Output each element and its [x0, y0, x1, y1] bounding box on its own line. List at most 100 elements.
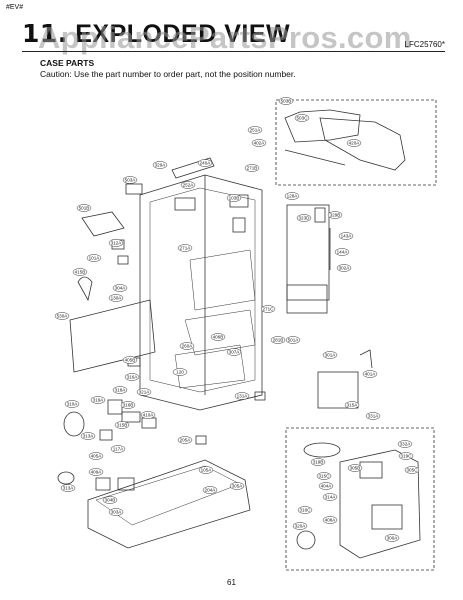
- part-label: 103B: [226, 194, 242, 202]
- hinge-bracket-part: [232, 217, 246, 233]
- part-label: 319C: [398, 452, 414, 460]
- svg-text:501B: 501B: [79, 206, 90, 211]
- part-label: 329A: [152, 161, 168, 169]
- svg-text:144A: 144A: [337, 250, 349, 255]
- part-label: 316C: [297, 506, 313, 514]
- cover-plate-part: [319, 117, 406, 171]
- part-label: 305C: [404, 466, 420, 474]
- svg-text:402A: 402A: [254, 141, 266, 146]
- header-rule: [22, 51, 445, 52]
- compressor-part: [63, 411, 85, 437]
- part-label: 304B: [102, 496, 118, 504]
- part-label: 251A: [247, 126, 263, 134]
- part-label: 404A: [318, 482, 334, 490]
- svg-text:304B: 304B: [105, 498, 116, 503]
- condenser-fan-part: [95, 477, 111, 491]
- dispenser-panel-part: [371, 504, 403, 530]
- svg-text:312A: 312A: [111, 241, 123, 246]
- part-label: 320A: [292, 522, 308, 530]
- part-label: 408A: [322, 516, 338, 524]
- part-label: 316B: [120, 401, 136, 409]
- svg-text:410A: 410A: [143, 413, 155, 418]
- part-label: 405B: [122, 356, 138, 364]
- bracket-part: [117, 255, 129, 265]
- part-label: 271C: [260, 305, 276, 313]
- part-label: 315C: [316, 472, 332, 480]
- svg-text:313A: 313A: [83, 434, 95, 439]
- svg-text:401A: 401A: [365, 372, 377, 377]
- svg-text:420A: 420A: [349, 141, 361, 146]
- part-label: 501B: [76, 204, 92, 212]
- svg-text:300A: 300A: [387, 536, 399, 541]
- part-label: 300A: [384, 534, 400, 542]
- svg-text:304A: 304A: [115, 286, 127, 291]
- watermark: AppliancePartsPros.com: [38, 20, 412, 55]
- part-label: 305A: [229, 482, 245, 490]
- svg-text:415B: 415B: [75, 270, 86, 275]
- part-label: 415B: [72, 268, 88, 276]
- relay-part: [107, 399, 123, 415]
- svg-text:318A: 318A: [115, 388, 127, 393]
- part-label: 530A: [54, 312, 70, 320]
- svg-text:321A: 321A: [139, 390, 151, 395]
- part-label: 303A: [108, 508, 124, 516]
- part-label: 332A: [397, 440, 413, 448]
- svg-text:302A: 302A: [339, 266, 351, 271]
- part-label: 310A: [64, 400, 80, 408]
- part-label: 204A: [202, 486, 218, 494]
- evaporator-part: [317, 371, 359, 409]
- part-label: 117A: [110, 445, 126, 453]
- part-label: 318A: [112, 386, 128, 394]
- tube-part: [359, 349, 373, 369]
- part-label: 313A: [60, 484, 76, 492]
- tray-part: [81, 211, 125, 237]
- part-label: 402A: [251, 139, 267, 147]
- svg-text:501A: 501A: [288, 338, 300, 343]
- leveling-leg-part-right: [254, 391, 266, 401]
- svg-text:530A: 530A: [57, 314, 69, 319]
- caution-note: Caution: Use the part number to order pa…: [40, 69, 296, 79]
- svg-text:307A: 307A: [229, 350, 241, 355]
- svg-text:503C: 503C: [297, 116, 309, 121]
- part-label: 304A: [112, 284, 128, 292]
- base-pan-part: [87, 459, 251, 549]
- svg-text:252A: 252A: [183, 183, 195, 188]
- svg-text:128A: 128A: [287, 194, 299, 199]
- svg-text:316A: 316A: [127, 375, 139, 380]
- dispenser-housing-part: [339, 449, 421, 559]
- svg-text:503A: 503A: [125, 178, 137, 183]
- evaporator-cover-part: [286, 204, 330, 301]
- part-label: 405A: [88, 452, 104, 460]
- cabinet-outline: [139, 174, 263, 411]
- svg-text:240A: 240A: [200, 161, 212, 166]
- svg-text:408A: 408A: [325, 518, 337, 523]
- upper-cover-part: [284, 109, 361, 143]
- svg-text:319C: 319C: [401, 454, 413, 459]
- svg-text:316C: 316C: [300, 508, 312, 513]
- svg-text:260A: 260A: [182, 344, 194, 349]
- part-label: 503A: [122, 176, 138, 184]
- svg-text:310A: 310A: [67, 402, 79, 407]
- svg-text:409A: 409A: [91, 470, 103, 475]
- model-number: LFC25760*: [404, 40, 445, 49]
- part-label: 319A: [90, 396, 106, 404]
- svg-text:323D: 323D: [299, 216, 311, 221]
- svg-text:130A: 130A: [111, 296, 123, 301]
- overload-part: [121, 411, 141, 423]
- part-label: 128A: [284, 192, 300, 200]
- part-label: 302A: [336, 264, 352, 272]
- part-label: 319B: [310, 458, 326, 466]
- svg-text:404A: 404A: [321, 484, 333, 489]
- part-label: 143A: [338, 232, 354, 240]
- svg-text:329B: 329B: [330, 213, 341, 218]
- part-label: 105A: [198, 466, 214, 474]
- part-label: 305B: [347, 464, 363, 472]
- svg-text:101A: 101A: [89, 256, 101, 261]
- section-number: 11.: [22, 19, 68, 48]
- solenoid-part: [296, 530, 316, 550]
- cabinet-liner: [189, 249, 256, 311]
- cover-small-part: [99, 429, 113, 441]
- back-panel-part: [69, 299, 156, 373]
- part-label: 315B: [114, 421, 130, 429]
